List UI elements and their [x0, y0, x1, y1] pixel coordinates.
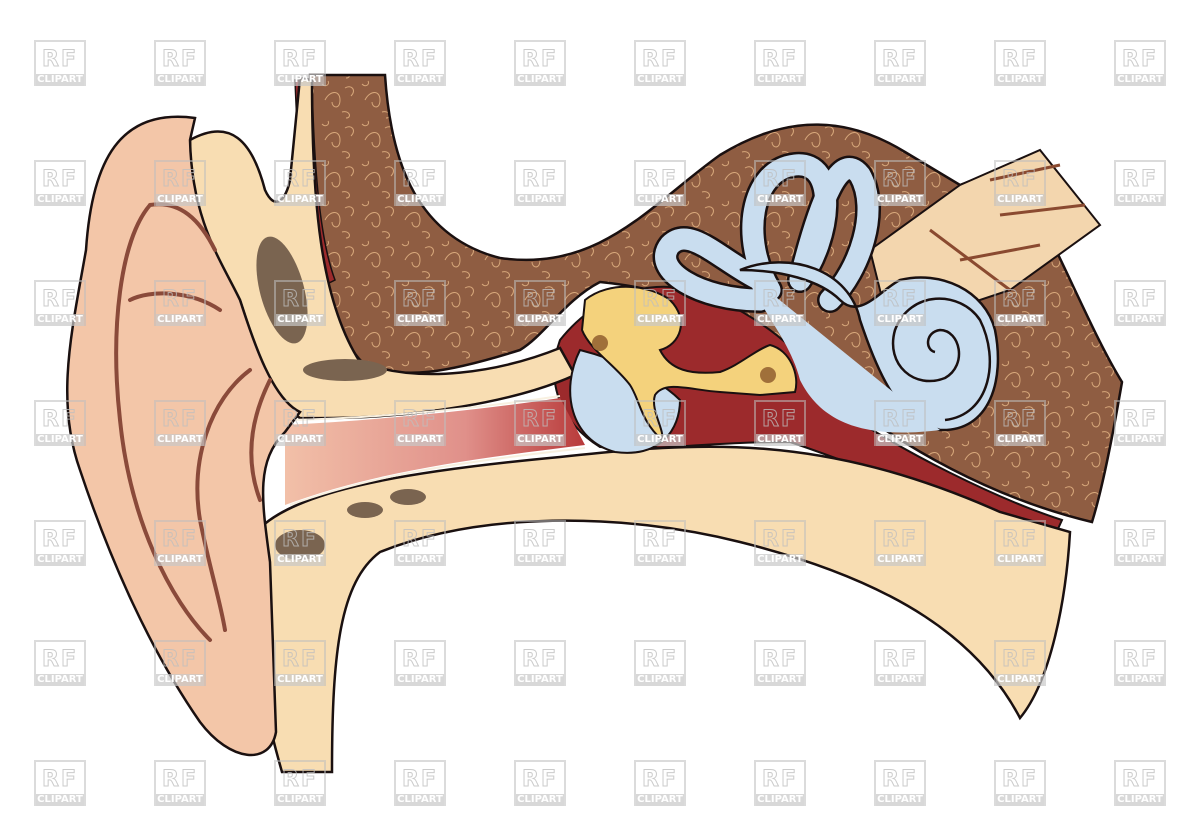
ear-canal — [285, 398, 585, 505]
cochlea-spiral — [891, 297, 992, 422]
lower-cartilage — [248, 445, 1072, 774]
semicircular-canals — [652, 151, 881, 313]
pinna-folds — [114, 202, 272, 642]
vestibule — [739, 261, 1000, 432]
